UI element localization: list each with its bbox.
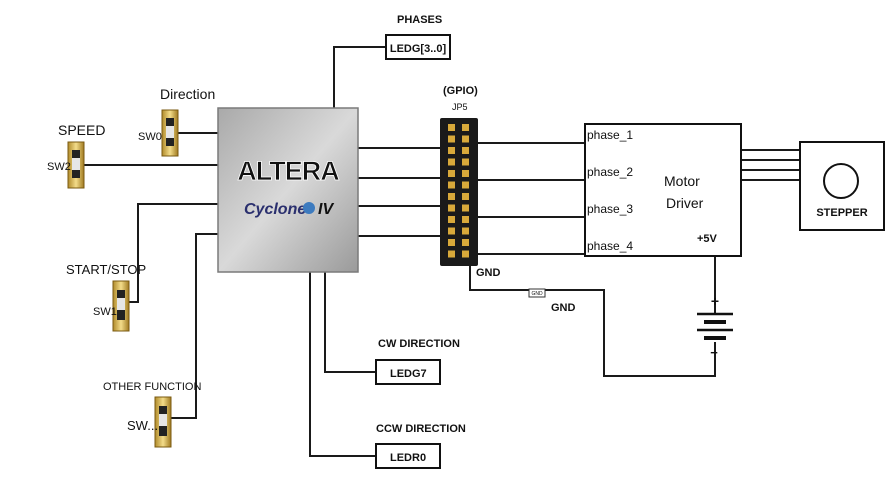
gpio-pin [462, 170, 469, 177]
gpio-pin [448, 250, 455, 258]
driver-title-line1: Motor [664, 173, 700, 189]
gpio-pin [448, 216, 455, 223]
other-function-switch-id: SW... [127, 418, 158, 433]
gpio-pin [462, 181, 469, 189]
gpio-pin [462, 158, 469, 166]
other-function-switch-title: OTHER FUNCTION [103, 381, 201, 393]
cyclone-suffix-text: IV [318, 201, 334, 218]
gpio-pin [462, 227, 469, 235]
gpio-header [440, 118, 478, 266]
gpio-pin [462, 250, 469, 258]
driver-phase-4-label: phase_4 [587, 239, 633, 253]
gpio-pin [448, 124, 455, 131]
switch-start-stop[interactable] [112, 280, 130, 332]
gpio-pin [448, 135, 455, 143]
switch-other-function[interactable] [154, 396, 172, 448]
phases-led-box [385, 34, 451, 60]
motor-driver-box [584, 123, 742, 257]
gpio-header-id: JP5 [452, 102, 468, 112]
ccw-led-box [375, 443, 441, 469]
gpio-pin [462, 239, 469, 246]
switch-speed[interactable] [67, 141, 85, 189]
stepper-label: STEPPER [816, 207, 867, 219]
ccw-direction-title: CCW DIRECTION [376, 423, 466, 435]
cyclone-family-text: Cyclone [244, 201, 306, 218]
cyclone-logo: Cyclone [244, 201, 306, 218]
switch-direction[interactable] [161, 109, 179, 157]
direction-switch-title: Direction [160, 86, 215, 102]
gpio-pin [448, 181, 455, 189]
gnd-label-header: GND [476, 267, 501, 279]
start-stop-switch-id: SW1 [93, 306, 117, 318]
gpio-pin [448, 170, 455, 177]
phases-led-id: LEDG[3..0] [390, 43, 447, 55]
ccw-led-id: LEDR0 [390, 452, 426, 464]
battery-icon [697, 312, 733, 340]
cw-led-id: LEDG7 [390, 368, 427, 380]
driver-phase-2-label: phase_2 [587, 165, 633, 179]
speed-switch-id: SW2 [47, 161, 71, 173]
gpio-pin [462, 204, 469, 212]
battery-minus-sign: − [710, 345, 718, 360]
gpio-pin [448, 193, 455, 200]
gpio-pin [462, 135, 469, 143]
gpio-pin [448, 147, 455, 154]
gpio-pin [448, 204, 455, 212]
cw-led-box [375, 359, 441, 385]
direction-switch-id: SW0 [138, 131, 162, 143]
gnd-tag-box [528, 288, 546, 298]
gpio-title: (GPIO) [443, 85, 478, 97]
driver-title-line2: Driver [666, 195, 704, 211]
wires [82, 46, 800, 457]
gpio-pin [448, 239, 455, 246]
cw-direction-title: CW DIRECTION [378, 338, 460, 350]
cyclone-swirl-icon [303, 202, 315, 214]
driver-supply-label: +5V [697, 233, 718, 245]
speed-switch-title: SPEED [58, 122, 105, 138]
gnd-label-loop: GND [551, 302, 576, 314]
start-stop-switch-title: START/STOP [66, 262, 146, 277]
driver-phase-3-label: phase_3 [587, 202, 633, 216]
gnd-tag-text: GND [531, 291, 543, 297]
gpio-pin [462, 147, 469, 154]
phases-title: PHASES [397, 14, 442, 26]
battery-plus-sign: + [711, 293, 719, 309]
stepper-rotor-icon [823, 163, 859, 199]
gpio-pin [448, 158, 455, 166]
altera-logo: ALTERA [237, 156, 339, 186]
gpio-pin [462, 124, 469, 131]
fpga-chip: ALTERA Cyclone IV [217, 107, 359, 273]
driver-phase-1-label: phase_1 [587, 128, 633, 142]
gpio-pin [462, 193, 469, 200]
gpio-pin [462, 216, 469, 223]
gpio-pin [448, 227, 455, 235]
